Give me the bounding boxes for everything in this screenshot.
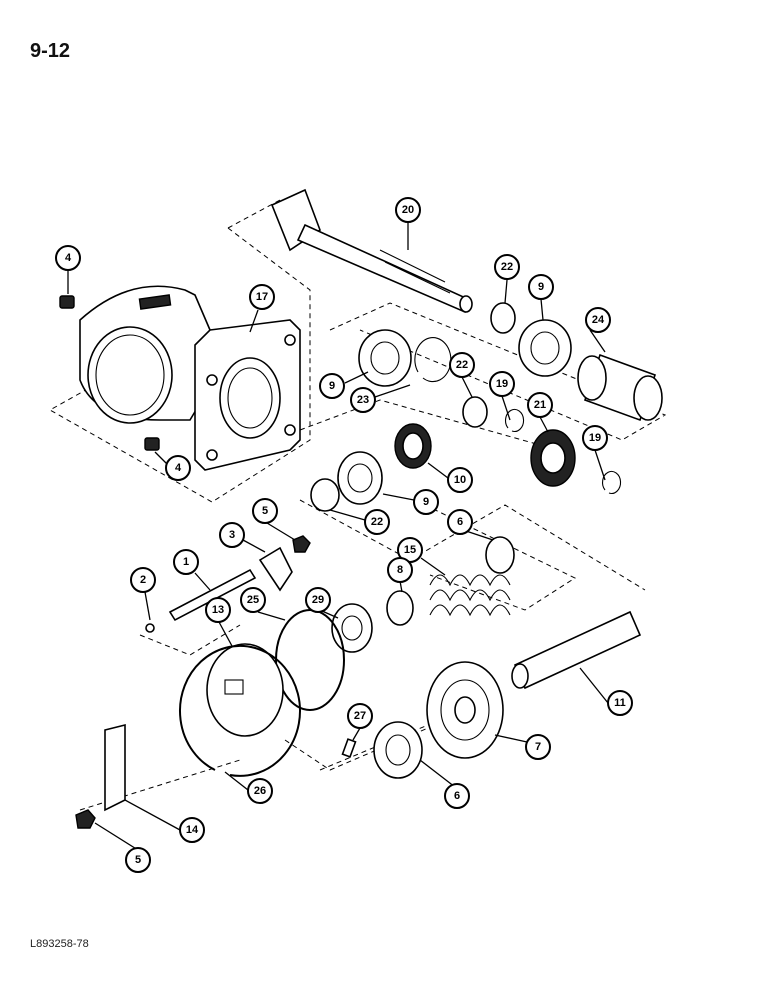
callout-6-lower: 6 xyxy=(444,783,470,809)
callout-27: 27 xyxy=(347,703,373,729)
callout-8: 8 xyxy=(387,557,413,583)
plug-lower xyxy=(144,437,160,451)
callout-22-middle: 22 xyxy=(449,352,475,378)
callout-21: 21 xyxy=(527,392,553,418)
snap-rings xyxy=(414,337,622,494)
svg-text:27: 27 xyxy=(354,710,366,722)
gearbox-housing xyxy=(79,285,301,471)
svg-text:3: 3 xyxy=(229,529,235,541)
seal-21 xyxy=(530,429,576,487)
callout-10: 10 xyxy=(447,467,473,493)
o-ring xyxy=(275,609,345,711)
nut-lower xyxy=(75,809,96,829)
svg-text:4: 4 xyxy=(65,252,72,264)
seal-10 xyxy=(394,423,432,469)
svg-text:5: 5 xyxy=(135,854,141,866)
svg-text:23: 23 xyxy=(357,394,369,406)
small-washer xyxy=(145,623,155,633)
callout-1: 1 xyxy=(173,549,199,575)
callout-19-lower: 19 xyxy=(582,425,608,451)
svg-text:17: 17 xyxy=(256,291,268,303)
callout-23: 23 xyxy=(350,387,376,413)
callout-29: 29 xyxy=(305,587,331,613)
callout-24: 24 xyxy=(585,307,611,333)
svg-text:19: 19 xyxy=(589,432,601,444)
bevel-gear xyxy=(426,661,504,759)
shift-rod xyxy=(168,568,257,622)
svg-text:6: 6 xyxy=(454,790,460,802)
bearing-middle xyxy=(337,451,383,505)
svg-text:15: 15 xyxy=(404,544,416,556)
shift-fork xyxy=(258,546,293,592)
svg-text:25: 25 xyxy=(247,594,259,606)
svg-text:19: 19 xyxy=(496,378,508,390)
callout-25: 25 xyxy=(240,587,266,613)
svg-text:10: 10 xyxy=(454,474,466,486)
callout-17: 17 xyxy=(249,284,275,310)
svg-text:6: 6 xyxy=(457,516,463,528)
callout-22-upper: 22 xyxy=(494,254,520,280)
callout-4-upper: 4 xyxy=(55,245,81,271)
washers xyxy=(310,302,516,626)
svg-text:9: 9 xyxy=(423,496,429,508)
svg-text:21: 21 xyxy=(534,399,546,411)
svg-text:22: 22 xyxy=(456,359,468,371)
gear-collar xyxy=(373,721,423,779)
svg-text:11: 11 xyxy=(614,697,626,709)
svg-text:1: 1 xyxy=(183,556,189,568)
callout-9-upper-right: 9 xyxy=(528,274,554,300)
svg-text:29: 29 xyxy=(312,594,324,606)
callout-15: 15 xyxy=(397,537,423,563)
sleeve xyxy=(577,353,663,422)
svg-text:2: 2 xyxy=(140,574,146,586)
callout-3: 3 xyxy=(219,522,245,548)
spring xyxy=(429,574,511,617)
svg-text:13: 13 xyxy=(212,604,224,616)
svg-text:20: 20 xyxy=(402,204,414,216)
output-shaft xyxy=(511,610,642,690)
callout-19-upper: 19 xyxy=(489,371,515,397)
svg-text:5: 5 xyxy=(262,505,268,517)
svg-text:22: 22 xyxy=(501,261,513,273)
callout-11: 11 xyxy=(607,690,633,716)
large-snap-ring xyxy=(179,644,301,777)
bearing-lower xyxy=(331,603,373,653)
svg-text:22: 22 xyxy=(371,516,383,528)
callout-2: 2 xyxy=(130,567,156,593)
svg-text:9: 9 xyxy=(329,380,335,392)
callout-26: 26 xyxy=(247,778,273,804)
cover-plate xyxy=(206,643,284,737)
callout-6-upper: 6 xyxy=(447,509,473,535)
pinion-shaft xyxy=(270,188,473,314)
bracket xyxy=(104,723,126,812)
svg-text:14: 14 xyxy=(186,824,199,836)
page-number: 9-12 xyxy=(30,40,71,62)
svg-text:9: 9 xyxy=(538,281,544,293)
leader-lines xyxy=(67,222,609,851)
bearing-upper-left xyxy=(358,329,412,387)
callout-20: 20 xyxy=(395,197,421,223)
svg-text:8: 8 xyxy=(397,564,403,576)
figure-code: L893258-78 xyxy=(30,938,89,950)
svg-text:7: 7 xyxy=(535,741,541,753)
nut-upper xyxy=(292,535,311,553)
plug-upper xyxy=(59,295,75,309)
svg-text:4: 4 xyxy=(175,462,182,474)
svg-text:26: 26 xyxy=(254,785,266,797)
bearing-upper-right xyxy=(518,319,572,377)
callout-9-middle: 9 xyxy=(413,489,439,515)
callout-14: 14 xyxy=(179,817,205,843)
svg-text:24: 24 xyxy=(592,314,605,326)
callout-7: 7 xyxy=(525,734,551,760)
callout-5-lower: 5 xyxy=(125,847,151,873)
key xyxy=(341,738,357,758)
callout-9-upper-left: 9 xyxy=(319,373,345,399)
callout-4-lower: 4 xyxy=(165,455,191,481)
callout-22-lower: 22 xyxy=(364,509,390,535)
callout-13: 13 xyxy=(205,597,231,623)
callout-5-upper: 5 xyxy=(252,498,278,524)
